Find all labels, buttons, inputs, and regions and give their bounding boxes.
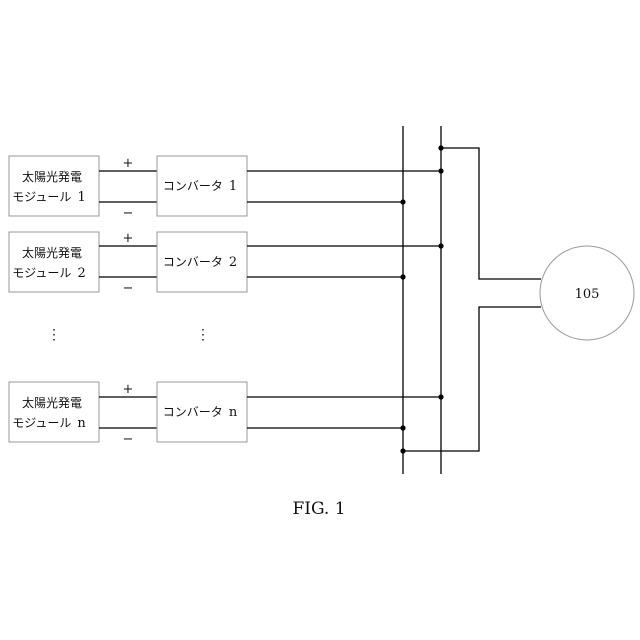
minus-sign-2: − — [123, 281, 134, 296]
row-n: 太陽光発電 モジュールn + − コンバータn — [9, 382, 441, 447]
solar-module-line1-1: 太陽光発電 — [22, 169, 82, 184]
load-label: 105 — [575, 287, 600, 302]
junction-dots — [400, 145, 443, 453]
plus-sign-1: + — [123, 156, 134, 171]
row-1: 太陽光発電 モジュール1 + − コンバータ1 — [9, 156, 441, 221]
solar-module-box-n — [9, 382, 99, 442]
plus-sign-n: + — [123, 382, 134, 397]
solar-module-line1-n: 太陽光発電 — [22, 395, 82, 410]
solar-module-box-2 — [9, 232, 99, 292]
ellipsis-converters: ⋮ — [196, 327, 210, 343]
solar-module-line1-2: 太陽光発電 — [22, 245, 82, 260]
solar-module-box-1 — [9, 156, 99, 216]
minus-sign-n: − — [123, 432, 134, 447]
plus-sign-2: + — [123, 231, 134, 246]
row-2: 太陽光発電 モジュール2 + − コンバータ2 — [9, 231, 441, 296]
load-feed-positive — [441, 148, 541, 279]
load-feed-negative — [403, 307, 541, 451]
minus-sign-1: − — [123, 206, 134, 221]
figure-caption: FIG. 1 — [292, 499, 345, 519]
ellipsis-modules: ⋮ — [47, 327, 61, 343]
